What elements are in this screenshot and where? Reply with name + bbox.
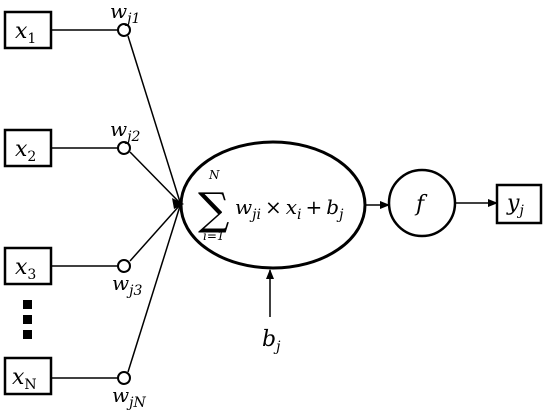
weight-node-N — [117, 371, 131, 385]
weight-node-2 — [117, 141, 131, 155]
weight-node-1 — [117, 23, 131, 37]
summation-input-arrowhead — [172, 198, 184, 209]
output-label: yj — [506, 191, 524, 219]
bias-label: bj — [262, 327, 281, 355]
weight-line-3 — [129, 204, 181, 262]
sigma-upper-limit: N — [208, 168, 220, 182]
activation-label: f — [414, 192, 428, 217]
input-label-x1: x1 — [15, 19, 36, 47]
output-box — [495, 183, 543, 225]
weight-label-2: wj2 — [110, 117, 140, 145]
input-label-xN: xN — [12, 365, 37, 393]
weight-label-1: wj1 — [110, 0, 140, 27]
input-box-xN — [3, 356, 53, 396]
weight-label-3: wj3 — [112, 271, 142, 299]
weight-line-1 — [127, 35, 181, 203]
weight-label-N: wjN — [112, 383, 146, 411]
weight-line-N — [127, 205, 181, 373]
ellipsis-dots — [23, 300, 32, 339]
weight-line-2 — [129, 151, 181, 204]
input-label-x2: x2 — [15, 137, 36, 165]
summation-term: wji×xi+bj — [235, 195, 344, 223]
weight-node-3 — [117, 259, 131, 273]
input-label-x3: x3 — [15, 255, 36, 283]
sigma-symbol: ∑ — [198, 184, 229, 235]
sigma-lower-limit: i=1 — [203, 229, 225, 243]
